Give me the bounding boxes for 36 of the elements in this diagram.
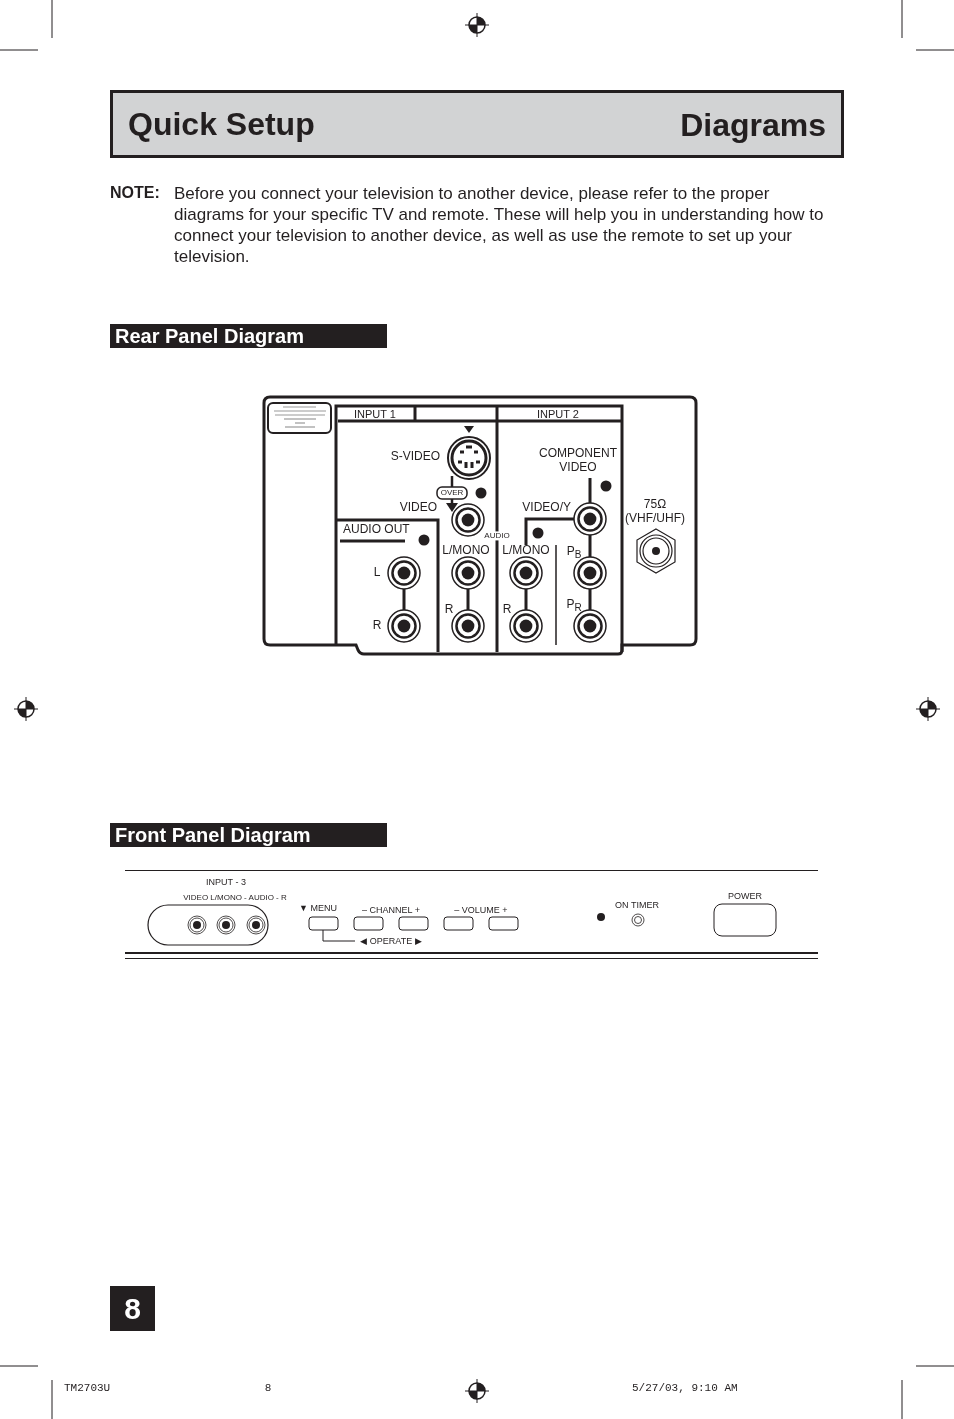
- print-date: 5/27/03, 9:10 AM: [632, 1381, 738, 1395]
- button-label: ▼ MENU: [299, 902, 337, 914]
- jack-label: AUDIO: [483, 531, 511, 541]
- section-heading: Front Panel Diagram: [110, 823, 387, 847]
- jack-label: COMPONENT VIDEO: [538, 447, 618, 475]
- section-label: INPUT 1: [354, 407, 396, 421]
- jack-label: S-VIDEO: [390, 450, 440, 464]
- footer-page-number: 8: [264, 1381, 272, 1395]
- note-label: NOTE:: [110, 183, 160, 203]
- jack-label: OVER: [440, 488, 464, 498]
- jack-label: VIDEO L/MONO - AUDIO - R: [183, 893, 287, 903]
- jack-label: R: [444, 603, 454, 617]
- note-paragraph: Before you connect your television to another device, please refer to the proper diagrams for your specific TV and remote. These will help you in understanding how to connect your television to another device, as well as use the remote to set up your television.: [174, 183, 825, 267]
- section-label: AUDIO OUT: [343, 523, 410, 537]
- jack-label: INPUT - 3: [206, 876, 246, 888]
- jack-label: L/MONO: [502, 544, 550, 558]
- section-label: INPUT 2: [537, 407, 579, 421]
- page-title: Diagrams: [680, 106, 826, 144]
- jack-label: L: [373, 566, 381, 580]
- button-label: – CHANNEL +: [362, 904, 420, 916]
- jack-label: R: [372, 619, 382, 633]
- jack-label: VIDEO/Y: [522, 501, 571, 515]
- button-label: – VOLUME +: [454, 904, 508, 916]
- jack-label: 75Ω (VHF/UHF): [624, 498, 686, 526]
- jack-label: P$_{R}$: [566, 598, 582, 614]
- job-slug: TM2703U: [64, 1381, 111, 1395]
- jack-label: L/MONO: [442, 544, 490, 558]
- jack-label: P$_{B}$: [566, 545, 582, 561]
- page-number: 8: [110, 1286, 155, 1331]
- jack-label: R: [502, 603, 512, 617]
- button-label: ◀ OPERATE ▶: [360, 935, 422, 947]
- button-label: ON TIMER: [615, 899, 659, 911]
- page-title: Quick Setup: [128, 106, 315, 143]
- jack-label: VIDEO: [399, 501, 437, 515]
- section-heading: Rear Panel Diagram: [110, 324, 387, 348]
- button-label: POWER: [728, 890, 762, 902]
